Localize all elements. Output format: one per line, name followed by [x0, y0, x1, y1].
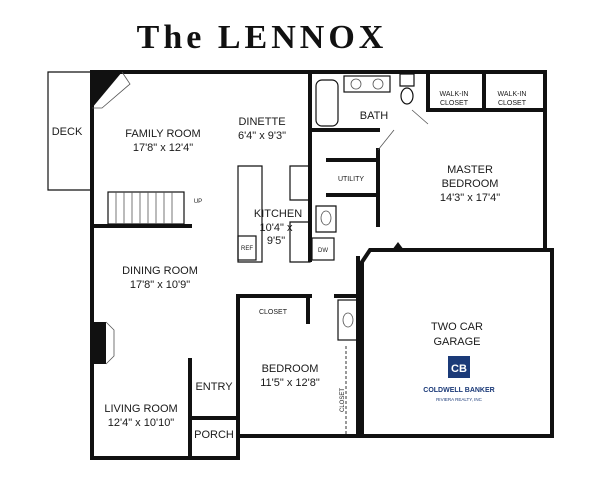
plan-title: The LENNOX [137, 19, 388, 56]
family-room-size: 17'8" x 12'4" [133, 142, 193, 154]
bath-label: BATH [360, 110, 389, 122]
master-bedroom-label-1: MASTER [447, 164, 493, 176]
refrigerator-label: REF [241, 246, 253, 252]
master-bedroom-size: 14'3" x 17'4" [440, 192, 500, 204]
fireplace-family [92, 72, 122, 108]
dinette-size: 6'4" x 9'3" [238, 130, 286, 142]
dining-room-size: 17'8" x 10'9" [130, 279, 190, 291]
kitchen-size-2: 9'5" [267, 235, 285, 247]
walk-in-closet-1-line1: WALK-IN [440, 91, 469, 98]
outer-wall-top-right [90, 70, 547, 252]
kitchen-label: KITCHEN [254, 208, 302, 220]
bath-fixtures [315, 73, 415, 127]
hearth-living [105, 321, 115, 365]
stairs-outline [107, 191, 185, 225]
garage-label-2: GARAGE [433, 336, 480, 348]
porch-label: PORCH [194, 429, 234, 441]
dishwasher-label: DW [318, 248, 328, 254]
stairs-up-label: UP [194, 199, 202, 205]
closet-label: CLOSET [259, 309, 288, 316]
garage-sink [337, 299, 359, 341]
sink-bowl [342, 312, 354, 328]
door-swing-master [377, 129, 395, 151]
brand-monogram: CB [451, 363, 467, 375]
door-swing-closet [411, 109, 429, 125]
kitchen-size-1: 10'4" x [260, 222, 293, 234]
walk-in-closet-2-line1: WALK-IN [498, 91, 527, 98]
garage-door-marker [392, 242, 404, 250]
walk-in-closet-1-line2: CLOSET [440, 100, 469, 107]
walk-in-closet-2-line2: CLOSET [498, 100, 527, 107]
bedroom-closet-label: CLOSET [340, 388, 346, 412]
living-room-label: LIVING ROOM [104, 403, 177, 415]
closet-wall-bedroom [236, 294, 310, 324]
toilet-bowl [320, 210, 332, 226]
closet-wall [426, 70, 547, 112]
bedroom-label: BEDROOM [262, 363, 319, 375]
living-room-size: 12'4" x 10'10" [108, 417, 175, 429]
powder-toilet [315, 205, 337, 233]
family-room-label: FAMILY ROOM [125, 128, 200, 140]
utility-label: UTILITY [338, 176, 364, 183]
stairs [107, 191, 185, 225]
brand-subname: RIVIERA REALTY, INC [436, 397, 483, 402]
fireplace-living [92, 322, 106, 364]
garage-label-1: TWO CAR [431, 321, 483, 333]
garage-walls [360, 248, 554, 438]
dishwasher-box [311, 237, 335, 261]
kitchen-counters [237, 165, 311, 263]
coldwell-banker-logo: CB COLDWELL BANKER RIVIERA REALTY, INC [423, 356, 495, 402]
master-bedroom-label-2: BEDROOM [442, 178, 499, 190]
dinette-label: DINETTE [238, 116, 285, 128]
deck-label: DECK [52, 126, 83, 138]
dining-room-label: DINING ROOM [122, 265, 198, 277]
entry-label: ENTRY [195, 381, 233, 393]
brand-monogram-box [448, 356, 470, 378]
bedroom-size: 11'5" x 12'8" [260, 377, 320, 389]
hearth-family [92, 71, 131, 109]
brand-name: COLDWELL BANKER [423, 387, 494, 394]
